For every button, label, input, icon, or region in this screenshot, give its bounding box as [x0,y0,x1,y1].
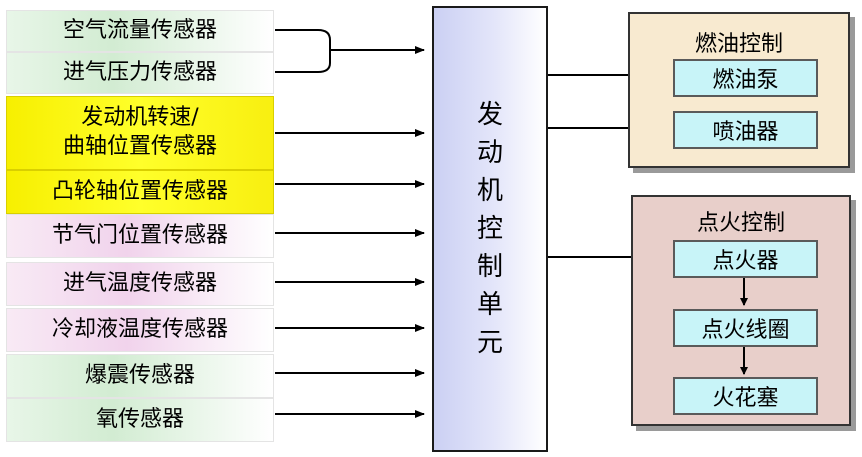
fuel-pump: 燃油泵 [673,59,818,97]
sensor-label: 氧传感器 [95,406,184,432]
ignition-control-title: 点火控制 [696,211,785,236]
sensor-label: 空气流量传感器 [62,17,217,43]
ignition-control-group: 点火控制 点火器 点火线圈 火花塞 [631,195,851,426]
sensor-oxygen: 氧传感器 [6,398,274,442]
sensor-intake-temperature: 进气温度传感器 [6,262,274,306]
sensor-label: 进气压力传感器 [62,59,217,85]
spark-plug: 火花塞 [673,377,818,415]
fuel-control-group: 燃油控制 燃油泵 喷油器 [628,12,850,168]
sensor-label: 进气温度传感器 [62,270,217,296]
sensor-intake-pressure: 进气压力传感器 [6,52,274,94]
sensor-coolant-temperature: 冷却液温度传感器 [6,308,274,352]
ecu-label: 发动机控制单元 [477,100,504,358]
fuel-control-title: 燃油控制 [694,32,783,57]
igniter: 点火器 [673,240,818,278]
sensor-air-flow: 空气流量传感器 [6,10,274,52]
sensor-label: 爆震传感器 [84,362,195,388]
sensor-label: 节气门位置传感器 [51,222,228,248]
sensor-camshaft-position: 凸轮轴位置传感器 [6,170,274,214]
ignition-coil: 点火线圈 [673,309,818,347]
sensor-merge-bracket [275,29,331,73]
sensor-label: 冷却液温度传感器 [51,316,228,342]
engine-control-unit: 发动机控制单元 [432,6,548,452]
sensor-label: 凸轮轴位置传感器 [51,178,228,204]
sensor-knock: 爆震传感器 [6,354,274,398]
fuel-injector: 喷油器 [673,111,818,149]
sensor-label: 曲轴位置传感器 [62,134,217,159]
sensor-label: 发动机转速/ [81,105,199,131]
sensor-throttle-position: 节气门位置传感器 [6,214,274,258]
sensor-engine-speed-crank: 发动机转速/ 曲轴位置传感器 [6,96,274,170]
